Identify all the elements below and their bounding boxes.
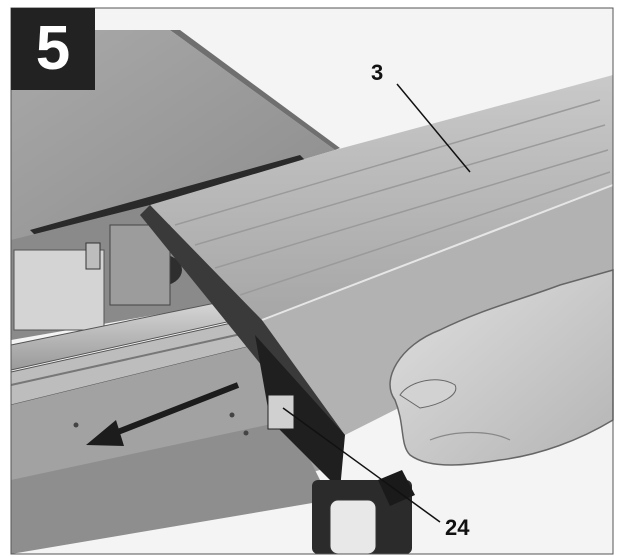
hand-finger xyxy=(399,379,457,409)
beam-end-plate xyxy=(255,335,345,490)
callout-label-3: 3 xyxy=(371,60,384,85)
clamp-bracket xyxy=(267,394,295,430)
base-rivet xyxy=(229,412,235,418)
table-edge xyxy=(170,30,340,150)
photo-border xyxy=(10,7,614,555)
extrusion-beam-side xyxy=(262,185,613,435)
beam-edge-highlight xyxy=(261,184,614,321)
base-rivet xyxy=(73,422,79,428)
beam-groove xyxy=(239,171,611,296)
step-number-badge: 5 xyxy=(11,8,95,90)
beam-groove xyxy=(174,99,601,226)
direction-arrow-head xyxy=(86,420,124,446)
callout-leader-3 xyxy=(396,83,471,173)
base-rivet xyxy=(243,430,249,436)
callout-leader-24 xyxy=(282,407,441,523)
hand xyxy=(389,269,614,466)
direction-arrow-shaft xyxy=(108,382,240,438)
callout-label-24: 24 xyxy=(445,515,470,540)
base-plate-shadow xyxy=(11,420,330,554)
table-surface-top xyxy=(11,30,335,245)
hand-knuckle-line xyxy=(429,431,511,441)
clamp-knob xyxy=(329,499,377,555)
beam-groove xyxy=(194,124,606,246)
guide-rail-groove xyxy=(10,331,251,386)
beam-groove xyxy=(214,149,609,269)
extrusion-beam-top xyxy=(150,75,613,320)
mechanism-bolt xyxy=(85,242,101,270)
